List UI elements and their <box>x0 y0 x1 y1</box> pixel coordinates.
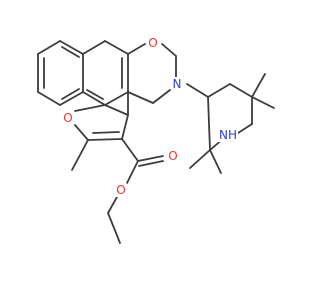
bond <box>59 40 84 55</box>
bond <box>127 43 146 55</box>
bond <box>161 43 177 57</box>
bond <box>82 40 106 55</box>
bond <box>138 160 164 167</box>
bond <box>37 91 61 106</box>
bond <box>186 83 209 98</box>
bond <box>71 139 89 171</box>
bond <box>37 40 61 55</box>
atom-label-o-pyran: O <box>147 36 159 50</box>
atom-label-o-ester: O <box>115 183 127 197</box>
bond <box>152 89 171 104</box>
bond <box>107 212 121 244</box>
atom-label-text: O <box>63 111 72 125</box>
atom-label-n-ring: N <box>171 77 183 91</box>
atom-label-text: N <box>173 77 182 91</box>
atom-label-o-carbonyl: O <box>167 149 179 163</box>
bond <box>74 104 106 112</box>
atom-label-background <box>218 128 238 142</box>
bond <box>189 149 211 169</box>
bond <box>251 96 275 109</box>
bond <box>209 149 222 174</box>
bond <box>74 124 89 141</box>
atom-label-text: NH <box>219 128 237 142</box>
bond <box>92 131 120 134</box>
molecule-structure: O N O O O NH <box>37 36 275 244</box>
bond <box>237 123 253 134</box>
atom-label-background <box>167 149 179 163</box>
bond <box>229 83 253 98</box>
atom-label-layer: O N O O O NH <box>62 36 238 197</box>
atom-label-background <box>171 77 183 91</box>
bond <box>126 160 139 184</box>
atom-label-nh-piperidine: NH <box>218 128 238 142</box>
atom-label-background <box>115 183 127 197</box>
bond <box>251 73 266 98</box>
atom-label-background <box>62 111 74 125</box>
atom-label-background <box>147 36 159 50</box>
bond <box>61 46 80 58</box>
atom-label-text: O <box>168 149 177 163</box>
bond <box>207 96 211 151</box>
bond <box>87 138 123 141</box>
bond <box>137 155 164 162</box>
bond <box>121 114 129 140</box>
bond <box>104 91 129 106</box>
bond <box>104 40 129 55</box>
bond <box>207 83 231 98</box>
bond <box>107 196 118 214</box>
atom-label-text: O <box>148 36 157 50</box>
bond <box>59 91 84 106</box>
bond <box>104 104 129 116</box>
atom-label-text: O <box>116 183 125 197</box>
bond <box>86 89 104 100</box>
atom-label-o-furan: O <box>62 111 74 125</box>
bond <box>121 138 139 162</box>
bond <box>82 91 106 106</box>
bond <box>61 88 80 100</box>
bond <box>127 91 154 104</box>
bond-layer <box>37 40 275 244</box>
